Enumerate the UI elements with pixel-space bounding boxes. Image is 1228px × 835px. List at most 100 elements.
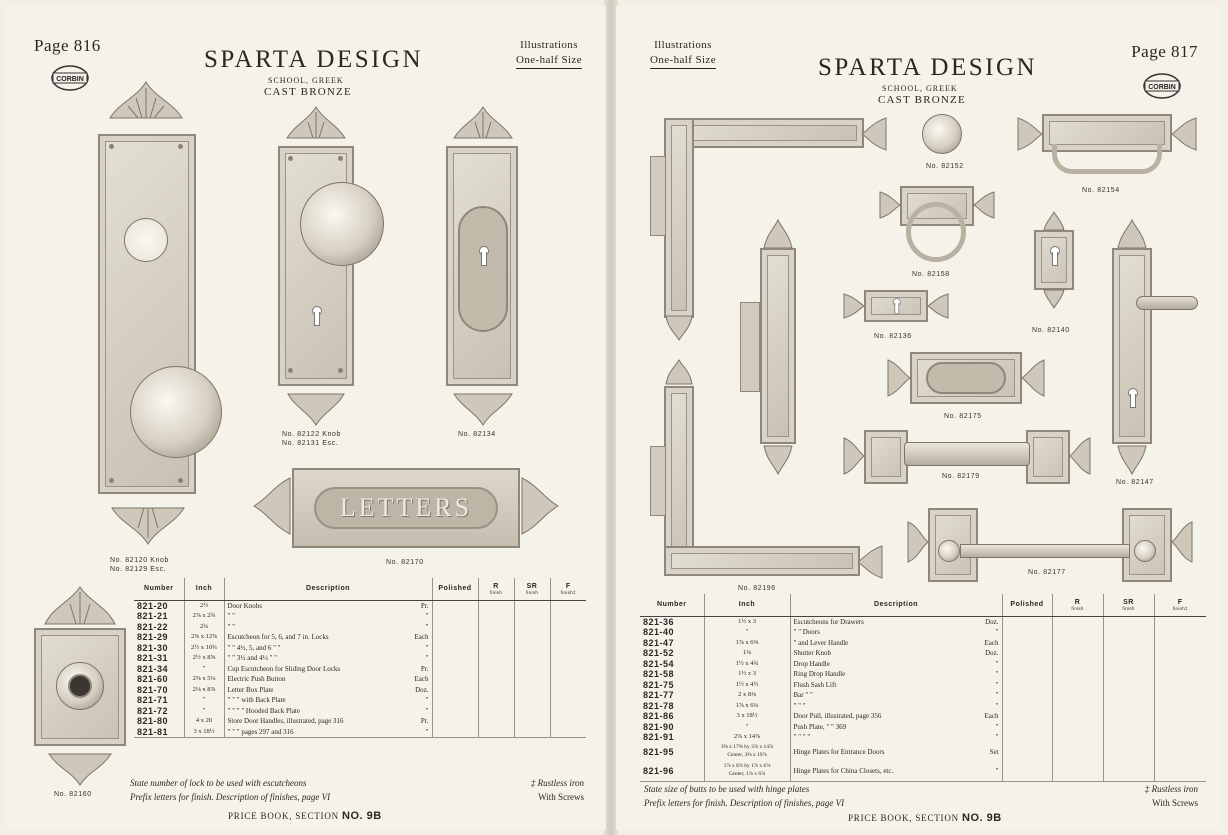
cell-price <box>1103 637 1155 648</box>
push-button-plate-82160 <box>34 628 126 746</box>
cell-price <box>432 600 479 611</box>
cell-unit: " <box>995 659 999 668</box>
page-number: Page 816 <box>34 36 101 55</box>
cell-price <box>514 705 551 716</box>
cell-number: 821-90 <box>640 721 705 732</box>
cell-inch: " <box>704 721 791 732</box>
cell-price <box>1154 690 1206 701</box>
anthemion-ornament-icon <box>907 521 929 563</box>
cell-number: 821-70 <box>134 684 185 695</box>
cell-price <box>432 611 479 622</box>
cell-number: 821-95 <box>640 742 705 762</box>
cell-price <box>1103 679 1155 690</box>
cell-price <box>478 632 515 643</box>
anthemion-ornament-icon <box>861 117 887 151</box>
cell-inch: 1½ x 4¾ <box>704 658 791 669</box>
cell-unit: Pr. <box>420 601 429 610</box>
table-row: 821-71"" " " with Back Plate" <box>134 695 586 706</box>
page-material: CAST BRONZE <box>878 94 966 106</box>
caption-82154: No. 82154 <box>1082 187 1120 194</box>
corbin-logo: CORBIN <box>1143 73 1181 99</box>
cell-inch: 2⅝ x 5⅛ <box>184 674 225 685</box>
cell-price <box>1052 627 1104 638</box>
caption-82177: No. 82177 <box>1028 569 1066 576</box>
cell-price <box>1103 616 1155 627</box>
anthemion-ornament-icon <box>48 753 112 786</box>
table-row: 821-40"" " Doors" <box>640 627 1206 638</box>
cell-price <box>1154 761 1206 782</box>
cell-price <box>1103 742 1155 762</box>
caption-82140: No. 82140 <box>1032 327 1070 334</box>
cell-unit: Pr. <box>420 664 429 673</box>
cell-price <box>1052 732 1104 743</box>
anthemion-ornament-icon <box>887 359 911 397</box>
anthemion-ornament-icon <box>111 507 185 545</box>
cell-price <box>432 632 479 643</box>
book-gutter <box>604 0 618 835</box>
anthemion-ornament-icon <box>1043 289 1065 310</box>
col-polished: Polished <box>432 578 479 601</box>
anthemion-ornament-icon <box>1017 117 1043 151</box>
caption-82158: No. 82158 <box>912 271 950 278</box>
caption-82122: No. 82122 Knob No. 82131 Esc. <box>282 431 341 447</box>
cell-price <box>1154 659 1206 670</box>
letters-slot-label: LETTERS <box>314 487 498 529</box>
bar-lift-plate-left <box>864 430 908 484</box>
cell-price <box>1154 711 1206 722</box>
cell-price <box>1103 761 1155 782</box>
anthemion-ornament-icon <box>286 106 346 139</box>
cell-price <box>550 664 586 675</box>
keyhole-icon <box>1049 246 1060 268</box>
cell-price <box>1154 701 1206 712</box>
footer-notes: State size of butts to be used with hing… <box>644 784 845 808</box>
hinge-leaf <box>740 302 760 392</box>
keyhole-icon <box>311 306 322 328</box>
cell-number: 821-81 <box>134 726 185 738</box>
cell-price <box>1154 743 1206 762</box>
cell-inch: 1½ x 3 <box>704 669 791 680</box>
cell-price <box>1154 638 1206 649</box>
keyhole-icon <box>1127 388 1138 410</box>
cell-inch: " <box>704 627 791 638</box>
anthemion-ornament-icon <box>857 545 883 579</box>
anthemion-ornament-icon <box>44 586 116 625</box>
scale-label: One-half Size <box>650 53 716 69</box>
anthemion-ornament-icon <box>1021 359 1045 397</box>
caption-82179: No. 82179 <box>942 473 980 480</box>
cell-number: 821-54 <box>640 658 705 669</box>
cell-inch: 2½ x 8⅝ <box>184 653 225 664</box>
cell-unit: " <box>425 622 429 631</box>
col-inch: Inch <box>184 578 225 601</box>
cell-price <box>1052 761 1104 782</box>
cell-desc: Store Door Handles, illustrated, page 31… <box>224 716 433 727</box>
cylinder-lock-icon <box>124 218 168 262</box>
cell-price <box>514 642 551 653</box>
footer-right-notes: ‡ Rustless iron With Screws <box>1144 784 1198 808</box>
anthemion-ornament-icon <box>287 393 345 426</box>
cell-inch: 1⅛ <box>704 648 791 659</box>
caption-82136: No. 82136 <box>874 333 912 340</box>
cell-price <box>478 695 515 706</box>
cell-desc: " "" <box>224 611 433 622</box>
caption-82134: No. 82134 <box>458 431 496 438</box>
cell-price <box>1052 711 1104 722</box>
caption-82160: No. 82160 <box>54 791 92 798</box>
cell-price <box>514 674 551 685</box>
cell-number: 821-52 <box>640 648 705 659</box>
corbin-logo: CORBIN <box>51 65 89 91</box>
cell-price <box>1052 658 1104 669</box>
